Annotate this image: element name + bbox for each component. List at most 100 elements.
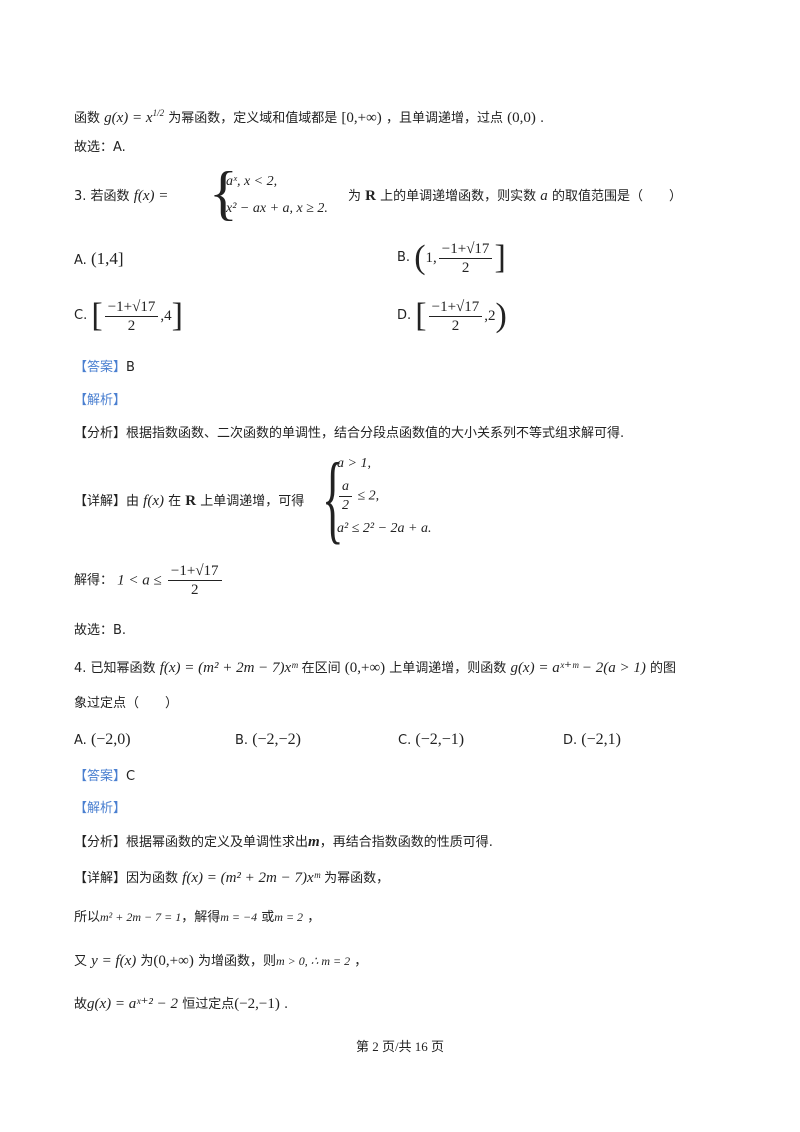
analysis-tag: 【解析】 [74, 393, 127, 408]
text: 的取值范围是（ ） [551, 189, 682, 204]
text: ，且单调递增，过点 [385, 111, 503, 126]
math-a: a [540, 188, 548, 204]
q4-line-4: 故g(x) = aˣ⁺² − 2 恒过定点(−2,−1) . [74, 994, 288, 1015]
math-R: R [185, 493, 197, 509]
math-gx: g(x) = aˣ⁺ᵐ − 2(a > 1) [510, 660, 646, 676]
option-label: C. [74, 308, 88, 323]
fraction-num: −1+√17 [167, 562, 222, 581]
period: . [540, 111, 545, 126]
text: ， [354, 954, 368, 969]
system-line-3: a² ≤ 2² − 2a + a. [337, 521, 432, 536]
period: . [284, 997, 289, 1012]
option-label: D. [563, 733, 578, 748]
fraction-den: 2 [342, 498, 349, 513]
text: 函数 [74, 111, 101, 126]
option-label: B. [397, 250, 411, 265]
math-fx: f(x) = [133, 188, 169, 204]
q4-option-c: C. (−2,−1) [398, 730, 464, 751]
q3-option-a: A. (1,4] [74, 249, 124, 271]
text: 根据幂函数的定义及单调性求出 [126, 835, 309, 850]
text: 上的单调递增函数，则实数 [380, 189, 537, 204]
answer-value: C [126, 769, 136, 784]
q4-option-b: B. (−2,−2) [235, 730, 301, 751]
math-option: (−2,1) [581, 731, 621, 748]
math-option: (1,4] [90, 249, 124, 268]
option-label: C. [398, 733, 412, 748]
option-label: B. [235, 733, 249, 748]
q4-stem: 4. 已知幂函数 f(x) = (m² + 2m − 7)xᵐ 在区间 (0,+… [74, 658, 676, 679]
option-label: D. [397, 308, 412, 323]
answer-tag: 【答案】 [74, 769, 127, 784]
math-rest: ,4 [160, 308, 172, 324]
q3-fenxi: 【分析】根据指数函数、二次函数的单调性，结合分段点函数值的大小关系列不等式组求解… [74, 424, 624, 444]
math-R: R [365, 188, 376, 204]
analysis-tag: 【解析】 [74, 801, 127, 816]
fraction-den: 2 [190, 582, 199, 598]
fraction-num: −1+√17 [438, 240, 493, 259]
text: 上单调递增，可得 [200, 494, 305, 509]
text: 由 [126, 494, 140, 509]
choose-line: 故选：B. [74, 623, 127, 638]
text: 因为函数 [126, 871, 179, 886]
math-eq: m = 2 [274, 910, 304, 924]
math-option: (−2,0) [90, 731, 131, 748]
fraction-num: −1+√17 [428, 298, 483, 317]
text: 为 [348, 189, 362, 204]
fenxi-tag: 【分析】 [74, 426, 127, 441]
text: ，解得 [181, 910, 221, 925]
option-label: A. [74, 253, 87, 268]
math-fx: f(x) = (m² + 2m − 7)xᵐ [159, 660, 298, 676]
q4-option-d: D. (−2,1) [563, 730, 621, 751]
q4-line-3: 又 y = f(x) 为(0,+∞) 为增函数，则m > 0, ∴ m = 2 … [74, 951, 367, 972]
option-label: A. [74, 733, 87, 748]
text: 为幂函数， [324, 871, 390, 886]
math-point: (0,0) [507, 110, 536, 126]
math-gx: g(x) = x1/2 [104, 108, 165, 126]
system-line-1: a > 1, [337, 456, 371, 471]
fraction-num: −1+√17 [104, 298, 159, 317]
math-fx: f(x) [143, 493, 164, 509]
text: 恒过定点 [182, 997, 235, 1012]
text: 在区间 [301, 661, 341, 676]
math-eq: m = −4 [220, 910, 258, 924]
right-paren: ) [495, 297, 507, 334]
math-y: y = f(x) [91, 953, 137, 969]
fraction-den: 2 [461, 259, 470, 276]
case-2: x² − ax + a, x ≥ 2. [226, 201, 328, 216]
math-rest: ,2 [484, 308, 496, 324]
math-interval: (0,+∞) [344, 660, 386, 676]
math-m: m [308, 834, 320, 850]
q4-fenxi: 【分析】根据幂函数的定义及单调性求出m，再结合指数函数的性质可得. [74, 832, 493, 853]
q3-detail: 【详解】由 f(x) 在 R 上单调递增，可得 [74, 491, 304, 512]
text: 4. 已知幂函数 [74, 661, 156, 676]
text: 上单调递增，则函数 [389, 661, 507, 676]
math-interval: [0,+∞) [341, 110, 382, 126]
fraction-den: 2 [451, 317, 460, 334]
math-fx: f(x) = (m² + 2m − 7)xᵐ [182, 870, 320, 886]
fenxi-tag: 【分析】 [74, 835, 127, 850]
right-bracket: ] [494, 239, 506, 276]
text: 在 [168, 494, 182, 509]
brace-symbol: { [209, 160, 238, 226]
q4-detail: 【详解】因为函数 f(x) = (m² + 2m − 7)xᵐ 为幂函数， [74, 868, 389, 889]
fenxi-text: 根据指数函数、二次函数的单调性，结合分段点函数值的大小关系列不等式组求解可得. [126, 426, 625, 441]
math-option: (−2,−1) [415, 731, 465, 748]
answer-tag: 【答案】 [74, 360, 127, 375]
detail-tag: 【详解】 [74, 871, 127, 886]
detail-tag: 【详解】 [74, 494, 127, 509]
math-gx: g(x) = aˣ⁺² − 2 [87, 996, 179, 1012]
text: ≤ 2, [357, 488, 380, 504]
text: 又 [74, 954, 88, 969]
choose-line: 故选：A. [74, 140, 126, 155]
text: 为 [140, 954, 154, 969]
math-option: (−2,−2) [252, 731, 301, 748]
